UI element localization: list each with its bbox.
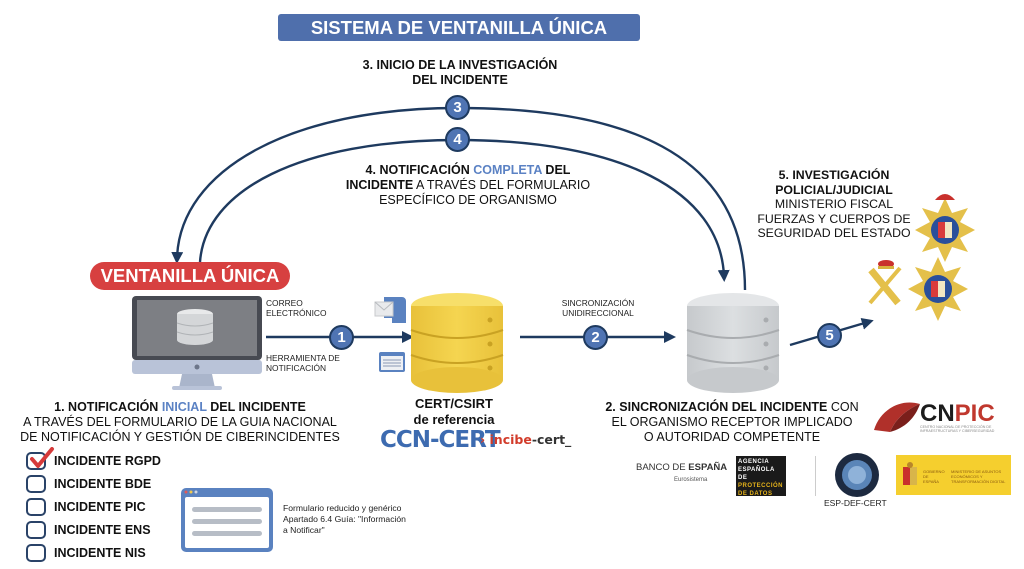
step4-line2-rest: A TRAVÉS DEL FORMULARIO (413, 178, 591, 192)
step3-line1: 3. INICIO DE LA INVESTIGACIÓN (362, 58, 558, 72)
checkbox-item-ens[interactable]: INCIDENTE ENS (26, 518, 161, 541)
cnpic-logo-icon (874, 402, 920, 432)
checkbox-item-nis[interactable]: INCIDENTE NIS (26, 541, 161, 564)
step5-line2: POLICIAL/JUDICIAL (775, 182, 893, 197)
aepd-logo-side (786, 456, 816, 496)
police-badge-icon (915, 194, 975, 262)
step4-highlight: COMPLETA (473, 163, 542, 177)
step5-line4: FUERZAS Y CUERPOS DE (757, 211, 911, 226)
step5-line3: MINISTERIO FISCAL (774, 197, 894, 211)
cnpic-logo-text: CNPIC (920, 400, 995, 427)
cnpic-subtitle: CENTRO NACIONAL DE PROTECCIÓN DE INFRAES… (920, 425, 995, 433)
aepd-logo: AGENCIA ESPAÑOLA DE PROTECCIÓN DE DATOS (736, 456, 786, 497)
checkbox-unchecked[interactable] (26, 543, 46, 562)
badge-step2: 2 (583, 325, 608, 350)
checkbox-unchecked[interactable] (26, 520, 46, 539)
esp-def-cert-label: ESP-DEF-CERT (824, 498, 887, 508)
esp-def-cert-seal-icon (835, 453, 879, 497)
cert-csirt-label: CERT/CSIRT de referencia (413, 396, 495, 427)
step4-line2-bold: INCIDENTE (345, 178, 414, 192)
checkbox-checked[interactable] (26, 446, 54, 470)
step5-line5: SEGURIDAD DEL ESTADO (757, 226, 911, 240)
receiver-database-icon (686, 293, 780, 393)
email-icon (374, 297, 406, 323)
notification-tool-icon (379, 352, 405, 372)
sync-channel-label: SINCRONIZACIÓN UNIDIRECCIONAL (561, 298, 635, 318)
monitor-icon (132, 296, 262, 390)
step3-line2: DEL INCIDENTE (412, 73, 508, 87)
ccn-cert-logo: CCN-CERT (380, 427, 501, 453)
badge-step4: 4 (445, 127, 470, 152)
checkbox-item-bde[interactable]: INCIDENTE BDE (26, 472, 161, 495)
badge-step5: 5 (817, 323, 842, 348)
cert-database-icon (410, 293, 504, 393)
checkbox-item-pic[interactable]: INCIDENTE PIC (26, 495, 161, 518)
guardia-civil-icon (868, 260, 902, 306)
checkbox-item-rgpd[interactable]: INCIDENTE RGPD (26, 446, 161, 472)
step1-label: 1. NOTIFICACIÓN INICIAL DEL INCIDENTE A … (20, 400, 340, 444)
incibe-cert-logo: › incibe-cert_ (480, 432, 572, 447)
tool-channel-label: HERRAMIENTA DE NOTIFICACIÓN (266, 353, 340, 373)
step5-line1: 5. INVESTIGACIÓN (778, 168, 890, 182)
step4-part2: DEL (541, 163, 571, 177)
spain-coat-of-arms-icon (903, 462, 917, 485)
checkmark-icon (30, 446, 54, 468)
form-window-icon (181, 488, 273, 552)
email-channel-label: CORREO ELECTRÓNICO (266, 298, 327, 318)
step3-label: 3. INICIO DE LA INVESTIGACIÓN DEL INCIDE… (330, 58, 590, 88)
checkbox-unchecked[interactable] (26, 497, 46, 516)
step2-label: 2. SINCRONIZACIÓN DEL INCIDENTE CON EL O… (605, 400, 859, 444)
step5-label: 5. INVESTIGACIÓN POLICIAL/JUDICIAL MINIS… (744, 168, 924, 241)
form-note: Formulario reducido y genérico Apartado … (283, 503, 406, 535)
step4-part1: 4. NOTIFICACIÓN (365, 163, 474, 177)
diagram-title: SISTEMA DE VENTANILLA ÚNICA (278, 14, 640, 41)
ventanilla-unica-badge: VENTANILLA ÚNICA (90, 262, 290, 290)
step4-line3: ESPECÍFICO DE ORGANISMO (379, 193, 557, 207)
badge-step1: 1 (329, 325, 354, 350)
step4-label: 4. NOTIFICACIÓN COMPLETA DEL INCIDENTE A… (318, 163, 618, 208)
arc-step4 (198, 138, 730, 282)
checkbox-unchecked[interactable] (26, 474, 46, 493)
banco-de-espana-logo: BANCO DE ESPAÑA (636, 462, 728, 473)
gobierno-espana-logo: GOBIERNO DE ESPAÑA MINISTERIO DE ASUNTOS… (896, 455, 1011, 495)
incident-type-checklist: INCIDENTE RGPD INCIDENTE BDE INCIDENTE P… (26, 446, 161, 564)
eurosistema-label: Eurosistema (674, 477, 708, 483)
police-badge-2-icon (908, 257, 968, 321)
badge-step3: 3 (445, 95, 470, 120)
